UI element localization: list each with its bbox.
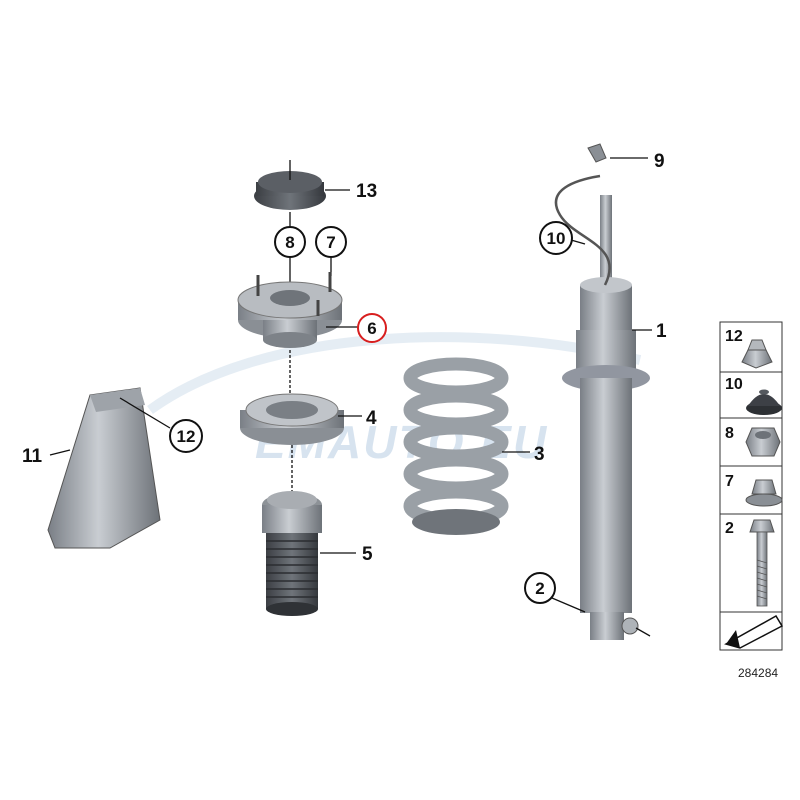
- nut-7-icon: [745, 479, 783, 507]
- part-9-10-sensor: 9 10: [539, 143, 665, 286]
- part-13-cap: 13: [254, 160, 377, 210]
- part-1-shock-absorber: 1: [562, 195, 667, 640]
- nut-8-icon: [745, 427, 781, 457]
- legend-label-2: 2: [725, 520, 734, 537]
- callout-8-7-group: 8 7: [274, 212, 347, 290]
- callout-3: 3: [534, 444, 545, 465]
- legend-label-7: 7: [725, 473, 734, 490]
- part-3-coil-spring: 3: [403, 357, 545, 535]
- direction-arrow-icon: [724, 614, 784, 649]
- callout-8: 8: [285, 233, 294, 252]
- fastener-legend: 12 10 8 7 2: [719, 321, 784, 680]
- callout-5: 5: [362, 544, 373, 565]
- callout-11: 11: [22, 446, 43, 467]
- callout-12-group: 12: [119, 397, 203, 453]
- part-6-strut-mount: 6: [237, 272, 387, 348]
- callout-13: 13: [356, 181, 377, 202]
- callout-4: 4: [366, 408, 377, 429]
- legend-label-8: 8: [725, 425, 734, 442]
- callout-7: 7: [326, 233, 335, 252]
- legend-label-12: 12: [725, 328, 743, 345]
- part-4-spring-pad: 4: [240, 350, 377, 445]
- callout-9: 9: [654, 151, 665, 172]
- callout-2-group: 2: [524, 572, 586, 613]
- grommet-10-icon: [746, 389, 782, 415]
- part-11-panel: 11: [22, 387, 161, 549]
- callout-2: 2: [535, 579, 544, 598]
- callout-10: 10: [547, 229, 566, 248]
- callout-12: 12: [177, 427, 196, 446]
- reference-number: 284284: [738, 666, 778, 680]
- nut-12-icon: [741, 339, 773, 369]
- watermark: EMAUTO.EU: [147, 332, 642, 468]
- bolt-2-icon: [749, 519, 775, 607]
- callout-6: 6: [367, 319, 376, 338]
- callout-1: 1: [656, 321, 667, 342]
- part-5-dust-boot: 5: [262, 445, 373, 616]
- legend-label-10: 10: [725, 376, 743, 393]
